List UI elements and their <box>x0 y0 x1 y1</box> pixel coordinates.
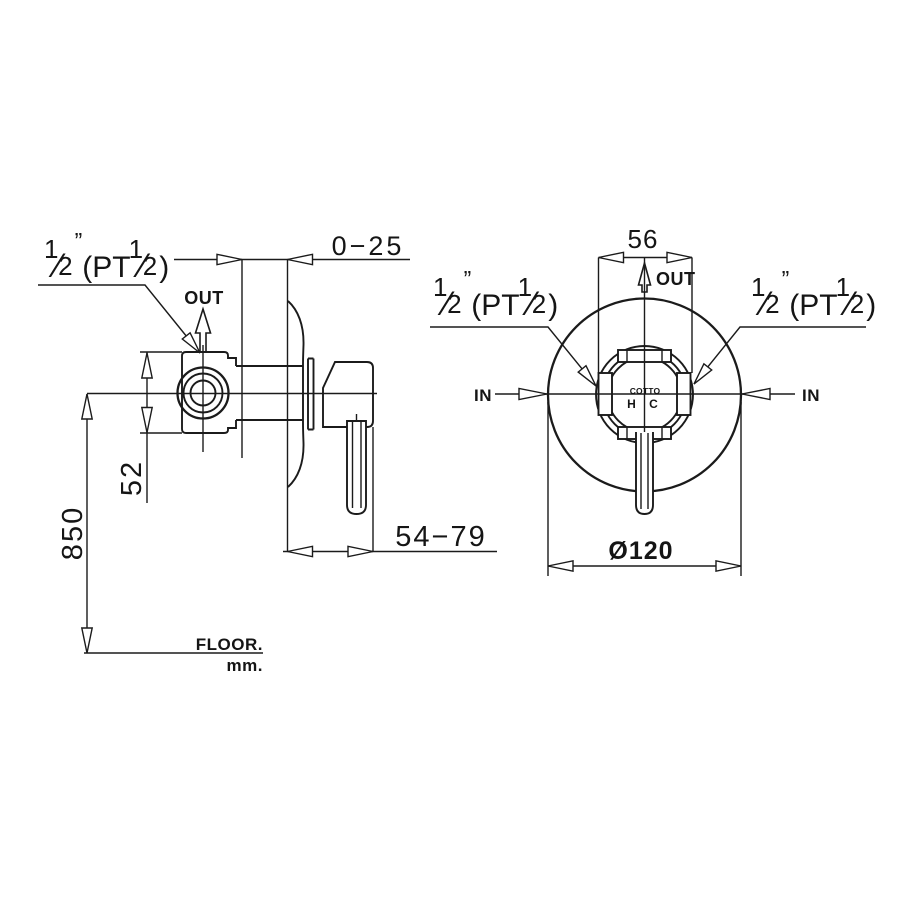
leader-arrowhead <box>577 364 597 387</box>
lever-outline <box>346 420 367 515</box>
in-arrow-icon <box>518 387 548 401</box>
lever-outline <box>635 432 654 515</box>
port-size-leader-front-right: 1⁄2”(PT1⁄2) <box>693 266 876 385</box>
unit-label: mm. <box>227 656 263 675</box>
handle-lever-front <box>635 432 654 515</box>
dim-text-body-height: 52 <box>116 460 148 496</box>
dim-text-mount-height: 850 <box>57 506 89 560</box>
dim-text-depth-range: 54−79 <box>395 521 486 553</box>
arrowhead-right <box>715 559 742 573</box>
front-view: COTTO H C OUT 56 IN IN <box>430 224 876 576</box>
arrowhead-left <box>598 251 625 264</box>
arrowhead-left <box>287 545 314 558</box>
arrowhead-right <box>216 253 243 266</box>
port-size-leader-front-left: 1⁄2”(PT1⁄2) <box>430 266 597 387</box>
dim-text-wall-thickness: 0−25 <box>332 231 405 261</box>
leader-line <box>38 284 201 354</box>
extension-lines <box>597 257 693 373</box>
arrowhead-up <box>80 393 94 420</box>
port-size-label: 1⁄2”(PT1⁄2) <box>44 228 169 285</box>
lever-detail-lines <box>351 414 362 508</box>
hot-mark: H <box>627 397 636 411</box>
arrowhead-left <box>287 253 314 266</box>
dim-plate-diameter: Ø120 <box>547 402 742 576</box>
in-arrow-icon <box>741 387 771 401</box>
dim-body-height: 52 <box>116 351 182 503</box>
arrowhead-down <box>80 627 94 654</box>
arrowhead-down <box>140 406 154 433</box>
in-port-indicator-right: IN <box>741 386 820 405</box>
floor-reference: FLOOR. mm. <box>84 635 263 675</box>
out-port-indicator-front: OUT <box>637 259 696 293</box>
floor-label: FLOOR. <box>196 635 263 654</box>
tab-top-detail <box>626 350 663 362</box>
brand-logo: COTTO <box>630 386 661 396</box>
dim-body-width: 56 <box>597 224 693 373</box>
out-arrow-icon <box>637 259 652 293</box>
supply-pipe-lines <box>236 365 303 421</box>
arrowhead-right <box>347 545 374 558</box>
dim-text-body-width: 56 <box>628 224 659 254</box>
dim-mount-height: 850 <box>57 393 94 654</box>
leader-arrowhead <box>693 362 713 385</box>
arrowhead-left <box>547 559 574 573</box>
out-label: OUT <box>184 288 224 308</box>
leader-line <box>430 326 597 387</box>
in-label: IN <box>802 386 820 405</box>
out-label: OUT <box>656 269 696 289</box>
in-port-indicator-left: IN <box>474 386 548 405</box>
faceplate-markings: COTTO H C <box>627 386 660 411</box>
dim-depth-range: 54−79 <box>283 427 497 558</box>
valve-body-outline <box>181 351 237 434</box>
leader-arrowhead <box>181 331 201 354</box>
handle-lever-side <box>346 414 367 515</box>
port-size-label: 1⁄2”(PT1⁄2) <box>751 266 876 323</box>
arrowhead-up <box>140 352 154 379</box>
cold-mark: C <box>649 397 658 411</box>
port-size-leader-side: 1⁄2”(PT1⁄2) <box>38 228 201 354</box>
extension-lines <box>547 402 742 576</box>
arrowhead-right <box>666 251 693 264</box>
tab-bottom-detail <box>626 427 663 439</box>
port-size-label: 1⁄2”(PT1⁄2) <box>433 266 558 323</box>
dim-text-plate-diameter: Ø120 <box>608 537 673 565</box>
lever-detail-lines <box>640 433 649 509</box>
handle-cap-side <box>322 361 374 428</box>
leader-line <box>693 326 866 385</box>
in-label: IN <box>474 386 492 405</box>
dim-wall-thickness: 0−25 <box>174 231 410 552</box>
side-view: 0−25 1⁄2”(PT1⁄2) OUT <box>38 228 497 675</box>
